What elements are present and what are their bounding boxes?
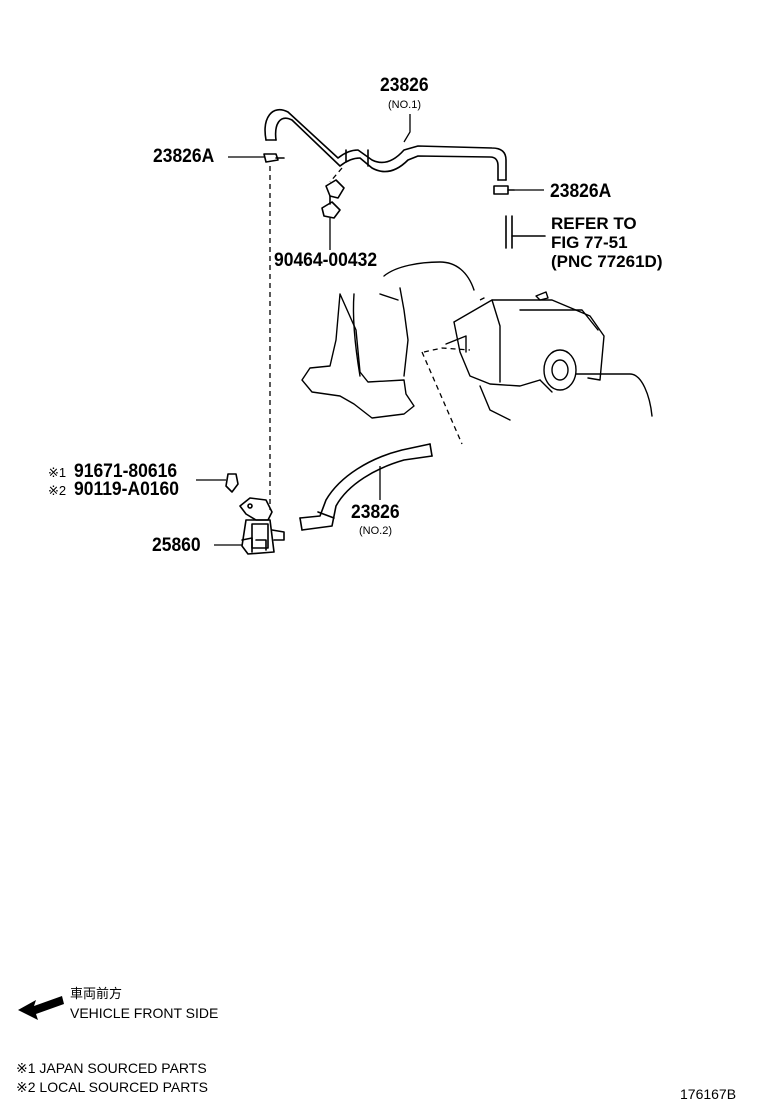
engine-outline <box>301 261 653 421</box>
clamp-right-part-number: 23826A <box>550 181 612 202</box>
vehicle-front-label-en: VEHICLE FRONT SIDE <box>70 1005 219 1021</box>
vehicle-front-label-jp: 車両前方 <box>70 986 123 1001</box>
hose-no2-part-number: 23826 <box>351 502 400 523</box>
note-local-sourced: ※2 LOCAL SOURCED PARTS <box>16 1079 208 1095</box>
vehicle-front-arrow-icon <box>18 996 64 1020</box>
clamp-left-part-number: 23826A <box>153 146 215 167</box>
hose-no2 <box>299 443 433 531</box>
clamp-right <box>493 185 515 195</box>
refer-line-1: REFER TO <box>551 214 637 233</box>
refer-note: REFER TO FIG 77-51 (PNC 77261D) <box>551 214 663 271</box>
bolt-japan-mark: ※1 <box>48 465 67 480</box>
figure-id: 176167B <box>680 1086 737 1102</box>
bolt-japan-part-number: 91671-80616 <box>74 461 178 482</box>
refer-line-2: FIG 77-51 <box>551 233 628 252</box>
hose-no1-part-number: 23826 <box>380 75 429 96</box>
clamp-left <box>263 153 285 163</box>
hose-no1 <box>264 109 507 181</box>
bolt-local-mark: ※2 <box>48 483 67 498</box>
valve-part-number: 25860 <box>152 535 201 556</box>
refer-hose-end <box>505 215 546 249</box>
bolt-local-part-number: 90119-A0160 <box>74 479 179 500</box>
hose-no2-sub-label: (NO.2) <box>359 525 392 537</box>
hose-no1-sub-label: (NO.1) <box>388 99 421 111</box>
refer-line-3: (PNC 77261D) <box>551 252 663 271</box>
clip <box>321 179 345 219</box>
vsv-valve <box>225 473 285 555</box>
clip-part-number: 90464-00432 <box>274 250 378 271</box>
note-japan-sourced: ※1 JAPAN SOURCED PARTS <box>16 1060 207 1076</box>
